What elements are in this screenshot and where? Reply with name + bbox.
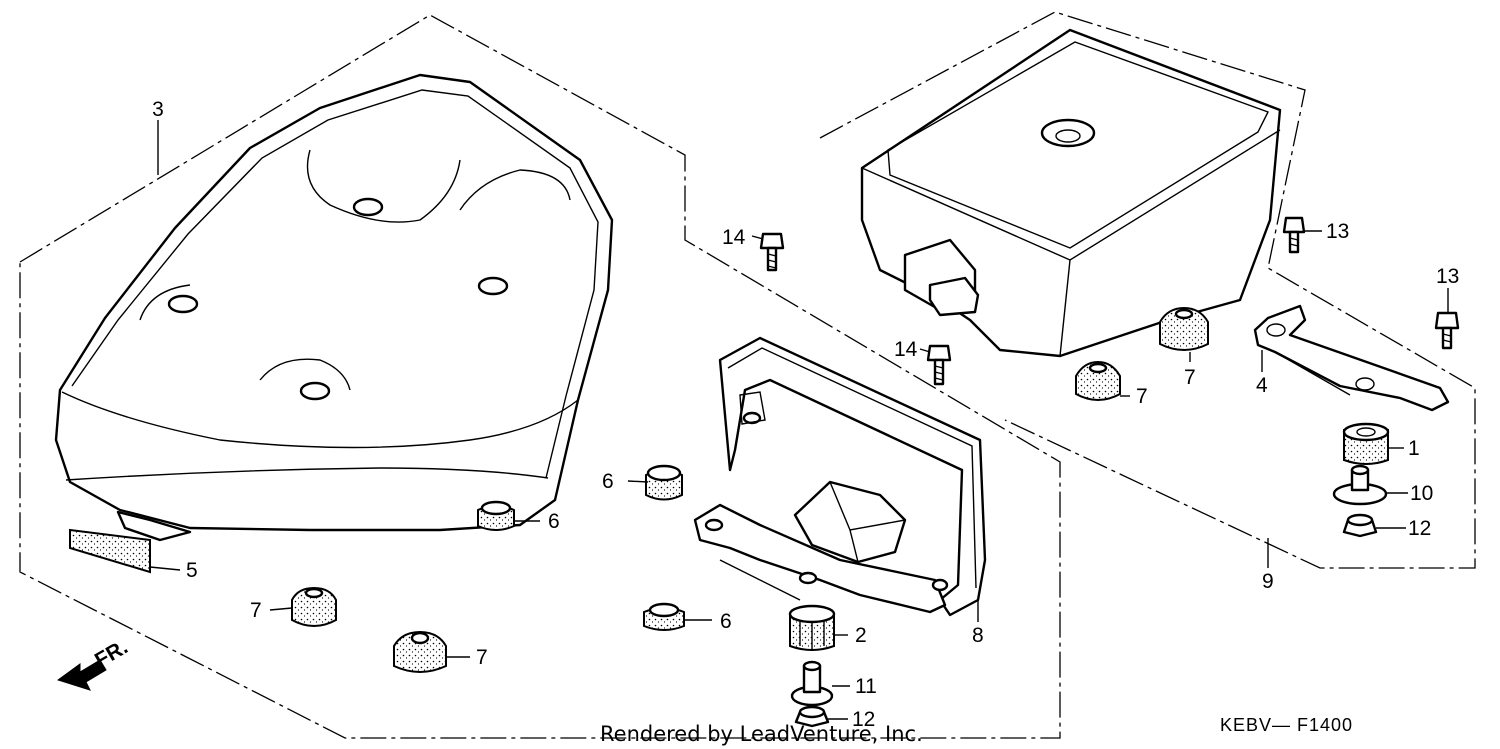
grommet-2 [788,604,836,651]
label-part-7-c: 7 [1136,385,1148,408]
label-part-9: 9 [1262,570,1274,593]
nut-12-right [1342,513,1378,538]
bumper-7-b [393,630,447,673]
diagram-code: KEBV— F1400 [1220,715,1353,735]
label-part-13-a: 13 [1326,220,1349,243]
label-part-6-c: 6 [720,610,732,633]
collar-11 [790,660,834,707]
label-part-6-b: 6 [602,470,614,493]
label-part-7-a: 7 [250,599,262,622]
cushion-6-b [645,464,683,501]
bumper-7-d [1075,360,1121,401]
collar-10 [1332,464,1388,506]
cushion-6-a [477,500,515,531]
grommet-1 [1342,422,1390,465]
group-border-seat [19,14,1061,739]
label-part-2: 2 [855,624,867,647]
label-part-6-a: 6 [548,510,560,533]
rubber-strip [69,528,151,574]
label-part-8: 8 [972,624,984,647]
label-part-5: 5 [186,559,198,582]
bolt-13-a [1282,216,1306,254]
cushion-6-c [643,602,685,631]
seat-bump-3 [167,294,199,314]
label-part-7-d: 7 [1184,366,1196,389]
nut-12-bottom [794,705,830,728]
group-border-rear-seat [819,11,1476,569]
label-part-10: 10 [1410,482,1433,505]
rear-box-hole [1040,118,1096,148]
label-part-12-right: 12 [1408,517,1431,540]
bolt-14-b [926,344,952,386]
label-part-14-b: 14 [894,338,918,361]
label-part-12-bottom: 12 [852,708,875,731]
rear-seat-box [860,28,1282,358]
label-part-1: 1 [1408,437,1420,460]
front-direction-arrow-icon: FR. [56,635,132,691]
bolt-13-b [1434,311,1460,350]
label-part-11: 11 [855,675,877,698]
credit-line: Rendered by LeadVenture, Inc. [600,722,923,746]
seat-bump-1 [352,197,384,217]
label-part-13-b: 13 [1436,265,1459,288]
bracket [1253,304,1450,412]
label-part-7-b: 7 [476,646,488,669]
bumper-7-a [291,586,337,627]
leader-lines [149,120,1449,720]
label-part-14-a: 14 [722,226,746,249]
seat-bump-4 [299,381,331,401]
main-seat [54,73,614,542]
bumper-7-c [1159,306,1209,351]
label-part-4: 4 [1256,374,1268,397]
label-part-3: 3 [152,98,164,121]
seat-bump-2 [477,276,509,296]
seat-back-frame [693,336,987,617]
bolt-14-a [759,232,785,272]
